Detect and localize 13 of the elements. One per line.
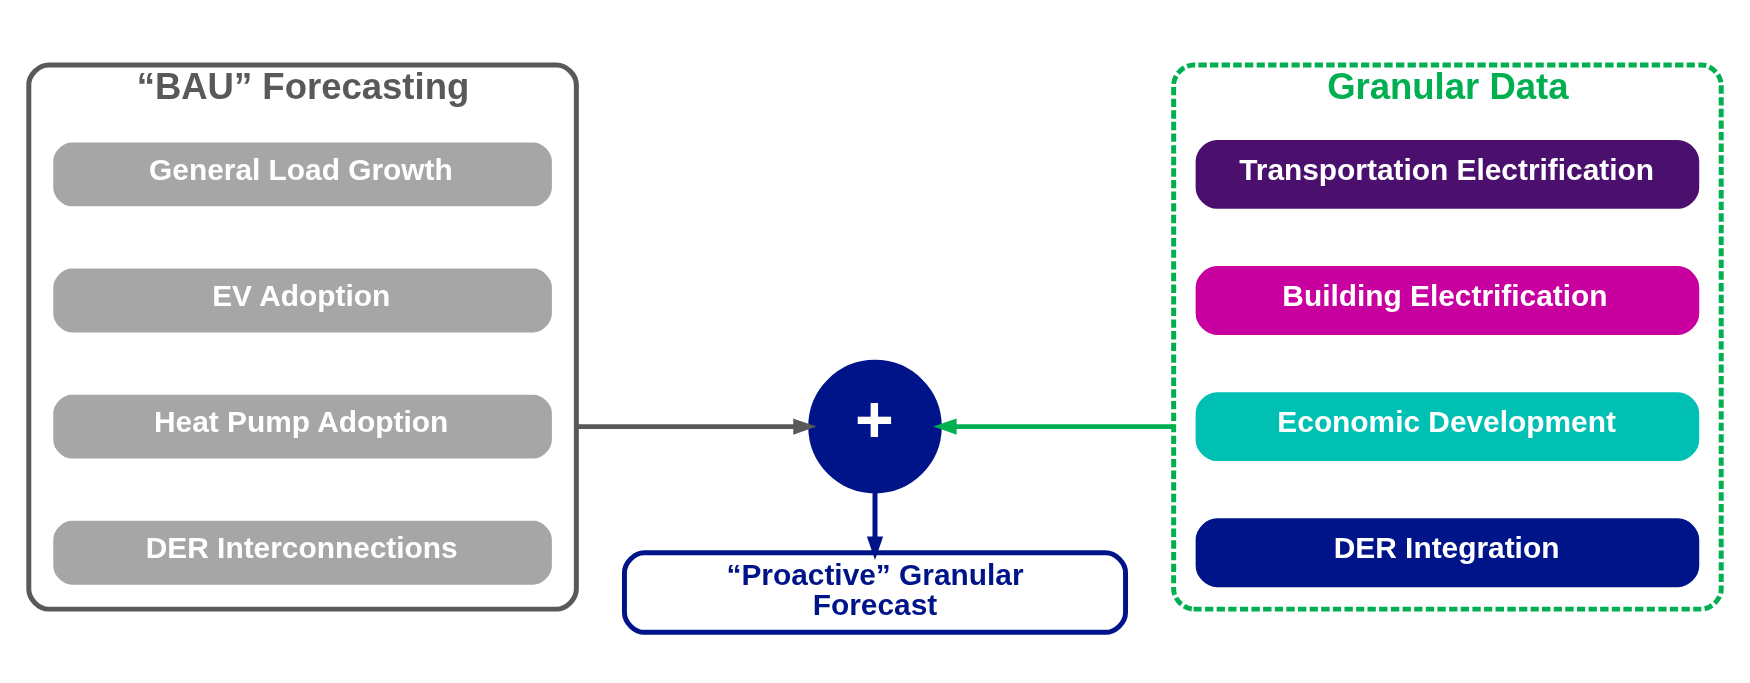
node-box: Economic Development xyxy=(1195,391,1700,461)
arrow xyxy=(933,417,1174,435)
arrow xyxy=(866,491,884,560)
node-box: Building Electrification xyxy=(1195,265,1700,335)
node-box: “Proactive” Granular Forecast xyxy=(621,549,1129,635)
node-circle: + xyxy=(808,359,942,493)
node-box: DER Integration xyxy=(1195,517,1700,587)
node-box: General Load Growth xyxy=(50,139,555,209)
arrow xyxy=(576,417,817,435)
node-box: Transportation Electrification xyxy=(1195,139,1700,209)
node-box: Heat Pump Adoption xyxy=(50,391,555,461)
node-box: DER Interconnections xyxy=(50,517,555,587)
node-box: EV Adoption xyxy=(50,265,555,335)
